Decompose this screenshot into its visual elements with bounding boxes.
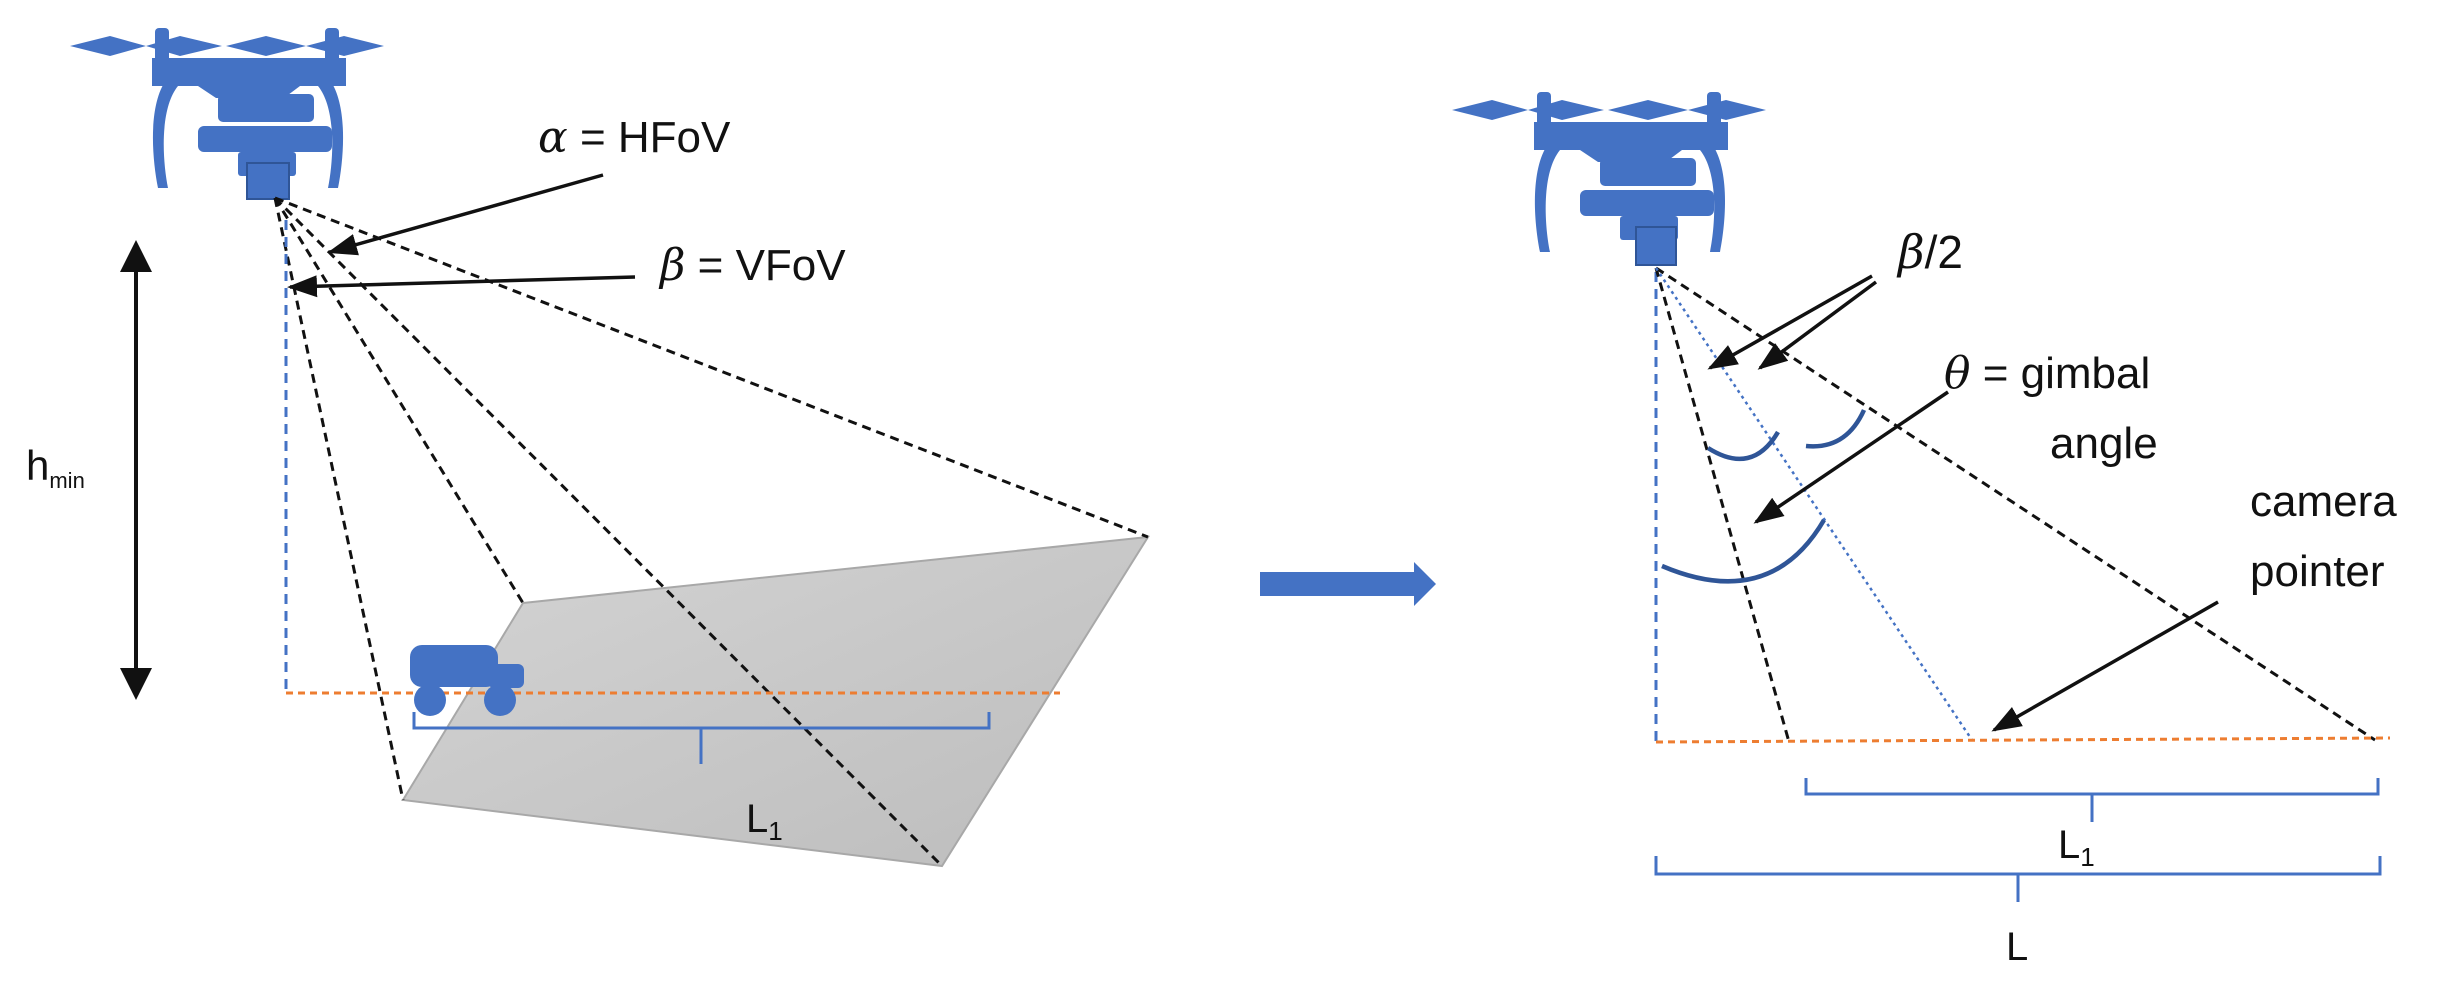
camera-pointer-line [1654, 267, 1974, 741]
drone-icon [70, 28, 384, 188]
theta-arrow [1753, 390, 1949, 524]
transition-arrow-icon [1260, 562, 1436, 606]
left-panel: hmin L1 α = HFoV β = VFoV [26, 28, 1150, 868]
beta-pointer-arrow [287, 275, 636, 298]
beta-half-arc-1 [1706, 430, 1780, 462]
camera-icon [1635, 226, 1677, 266]
fov-lines [273, 196, 1149, 868]
ground-footprint [401, 535, 1150, 868]
camera-pointer-label: camera [2250, 477, 2397, 526]
camera-pointer-arrow [1991, 600, 2219, 732]
vehicle-icon [410, 645, 524, 716]
beta-half-arc-2 [1805, 409, 1867, 449]
right-panel: L1 L β/2 θ = gimbal angle camera pointer [1452, 92, 2397, 969]
l-label: L [2006, 925, 2028, 969]
l1-label: L1 [746, 797, 783, 846]
camera-icon [246, 162, 290, 200]
alpha-label: α = HFoV [538, 112, 731, 163]
beta-half-label: β/2 [1896, 225, 1963, 279]
l1-brace [1804, 778, 2380, 822]
theta-arc [1661, 518, 1826, 584]
drone-icon [1452, 92, 1766, 252]
h-min-label: hmin [26, 442, 85, 493]
l1-label: L1 [2058, 823, 2095, 872]
beta-label: β = VFoV [658, 240, 846, 291]
camera-pointer-label-line2: pointer [2250, 547, 2385, 596]
l-brace [1654, 856, 2382, 902]
alpha-pointer-arrow [327, 173, 604, 256]
theta-label: θ = gimbal [1944, 348, 2150, 399]
fov-near-line [1654, 267, 1791, 743]
beta-half-arrow-2 [1757, 280, 1878, 370]
h-min-arrow [120, 240, 152, 700]
theta-label-line2: angle [2050, 419, 2158, 468]
ground-line [1655, 736, 2391, 744]
l1-brace [412, 712, 991, 764]
beta-half-arrow-1 [1707, 274, 1873, 370]
